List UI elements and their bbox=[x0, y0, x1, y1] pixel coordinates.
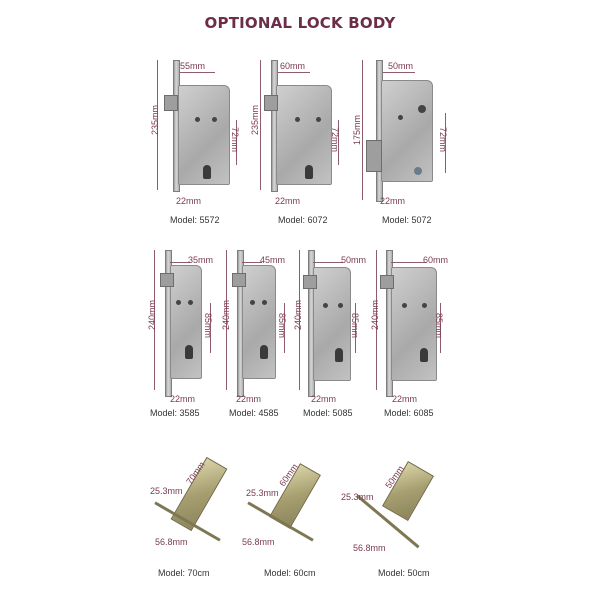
model-caption: Model: 60cm bbox=[264, 568, 316, 578]
model-caption: Model: 6072 bbox=[278, 215, 328, 225]
backset-dimension: 50mm bbox=[341, 255, 367, 265]
lock-body-5085: 240mm 50mm 85mm 22mm Model: 5085 bbox=[293, 245, 373, 420]
height-dimension: 175mm bbox=[352, 115, 362, 146]
lock-case bbox=[170, 265, 202, 379]
width-dimension: 25.3mm bbox=[150, 486, 183, 496]
model-caption: Model: 5085 bbox=[303, 408, 353, 418]
center-dimension: 85mm bbox=[434, 313, 444, 339]
lock-body-5572: 235mm 55mm 72mm 22mm Model: 5572 bbox=[150, 55, 250, 230]
backset-dimension: 55mm bbox=[180, 61, 206, 71]
faceplate-dimension: 22mm bbox=[176, 196, 202, 206]
lock-body-4585: 240mm 45mm 85mm 22mm Model: 4585 bbox=[220, 245, 295, 420]
backset-dimension: 50mm bbox=[388, 61, 414, 71]
latch-50cm: 50mm 25.3mm 56.8mm Model: 50cm bbox=[338, 440, 458, 580]
height-dimension: 235mm bbox=[250, 105, 260, 136]
lock-case bbox=[391, 267, 437, 381]
height-dimension: 240mm bbox=[221, 300, 231, 331]
faceplate-dimension: 22mm bbox=[170, 394, 196, 404]
width-dimension: 25.3mm bbox=[246, 488, 279, 498]
lock-case bbox=[276, 85, 332, 185]
backset-dimension: 45mm bbox=[260, 255, 286, 265]
faceplate-dimension: 22mm bbox=[380, 196, 406, 206]
model-caption: Model: 6085 bbox=[384, 408, 434, 418]
faceplate-dimension: 22mm bbox=[275, 196, 301, 206]
center-dimension: 72mm bbox=[230, 127, 240, 153]
lock-case bbox=[313, 267, 351, 381]
width-dimension: 25.3mm bbox=[341, 492, 374, 502]
plate-dimension: 56.8mm bbox=[155, 537, 188, 547]
height-dimension: 240mm bbox=[370, 300, 380, 331]
height-dimension: 235mm bbox=[150, 105, 160, 136]
lock-body-6085: 240mm 60mm 85mm 22mm Model: 6085 bbox=[370, 245, 460, 420]
backset-dimension: 60mm bbox=[280, 61, 306, 71]
model-caption: Model: 5572 bbox=[170, 215, 220, 225]
latch-60cm: 60mm 25.3mm 56.8mm Model: 60cm bbox=[238, 440, 343, 580]
backset-dimension: 35mm bbox=[188, 255, 214, 265]
latch-70cm: 70mm 25.3mm 56.8mm Model: 70cm bbox=[145, 440, 250, 580]
center-dimension: 85mm bbox=[350, 313, 360, 339]
lock-body-6072: 235mm 60mm 72mm 22mm Model: 6072 bbox=[250, 55, 350, 230]
model-caption: Model: 5072 bbox=[382, 215, 432, 225]
height-dimension: 240mm bbox=[293, 300, 303, 331]
model-caption: Model: 50cm bbox=[378, 568, 430, 578]
plate-dimension: 56.8mm bbox=[353, 543, 386, 553]
lock-body-3585: 240mm 35mm 85mm 22mm Model: 3585 bbox=[147, 245, 223, 420]
latch-case bbox=[382, 460, 434, 522]
center-dimension: 72mm bbox=[438, 127, 448, 153]
model-caption: Model: 70cm bbox=[158, 568, 210, 578]
height-dimension: 240mm bbox=[147, 300, 157, 331]
center-dimension: 85mm bbox=[203, 313, 213, 339]
page-title: OPTIONAL LOCK BODY bbox=[204, 14, 396, 32]
lock-case bbox=[242, 265, 276, 379]
plate-dimension: 56.8mm bbox=[242, 537, 275, 547]
center-dimension: 72mm bbox=[330, 127, 340, 153]
backset-dimension: 60mm bbox=[423, 255, 449, 265]
faceplate-dimension: 22mm bbox=[236, 394, 262, 404]
faceplate-dimension: 22mm bbox=[392, 394, 418, 404]
lock-body-5072: 175mm 50mm 72mm 22mm Model: 5072 bbox=[350, 55, 460, 230]
faceplate-dimension: 22mm bbox=[311, 394, 337, 404]
center-dimension: 85mm bbox=[277, 313, 287, 339]
model-caption: Model: 4585 bbox=[229, 408, 279, 418]
lock-case bbox=[381, 80, 433, 182]
model-caption: Model: 3585 bbox=[150, 408, 200, 418]
